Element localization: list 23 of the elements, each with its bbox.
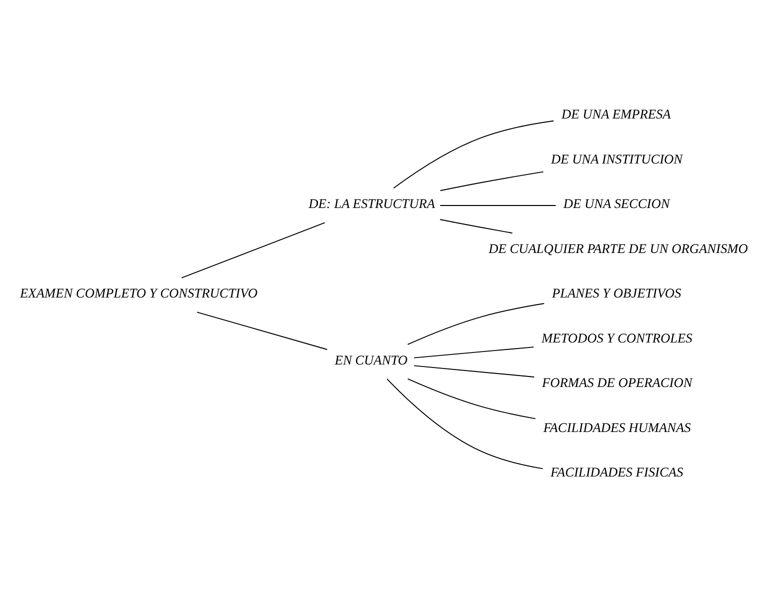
connector bbox=[440, 219, 513, 234]
connector bbox=[407, 303, 545, 345]
connector bbox=[181, 222, 326, 278]
connector bbox=[440, 205, 556, 206]
node-text: FACILIDADES HUMANAS bbox=[543, 420, 691, 435]
node-text: PLANES Y OBJETIVOS bbox=[552, 286, 682, 301]
node-text: DE UNA SECCION bbox=[563, 196, 670, 212]
node-text: FORMAS DE OPERACION bbox=[542, 375, 692, 390]
node-text: DE UNA EMPRESA bbox=[561, 106, 671, 122]
node-text: FACILIDADES FISICAS bbox=[550, 464, 684, 480]
connector bbox=[440, 171, 544, 192]
connector bbox=[407, 378, 536, 420]
connector bbox=[414, 346, 534, 358]
node-text: EXAMEN COMPLETO Y CONSTRUCTIVO bbox=[20, 286, 258, 301]
connector bbox=[386, 378, 544, 470]
node-text: DE: LA ESTRUCTURA bbox=[308, 196, 436, 212]
connector bbox=[414, 365, 535, 378]
node-text: EN CUANTO bbox=[334, 352, 408, 368]
connector bbox=[196, 312, 328, 350]
node-text: DE CUALQUIER PARTE DE UN ORGANISMO bbox=[488, 240, 748, 256]
node-text: METODOS Y CONTROLES bbox=[541, 330, 692, 346]
connector bbox=[393, 120, 554, 189]
node-text: DE UNA INSTITUCION bbox=[551, 151, 683, 166]
